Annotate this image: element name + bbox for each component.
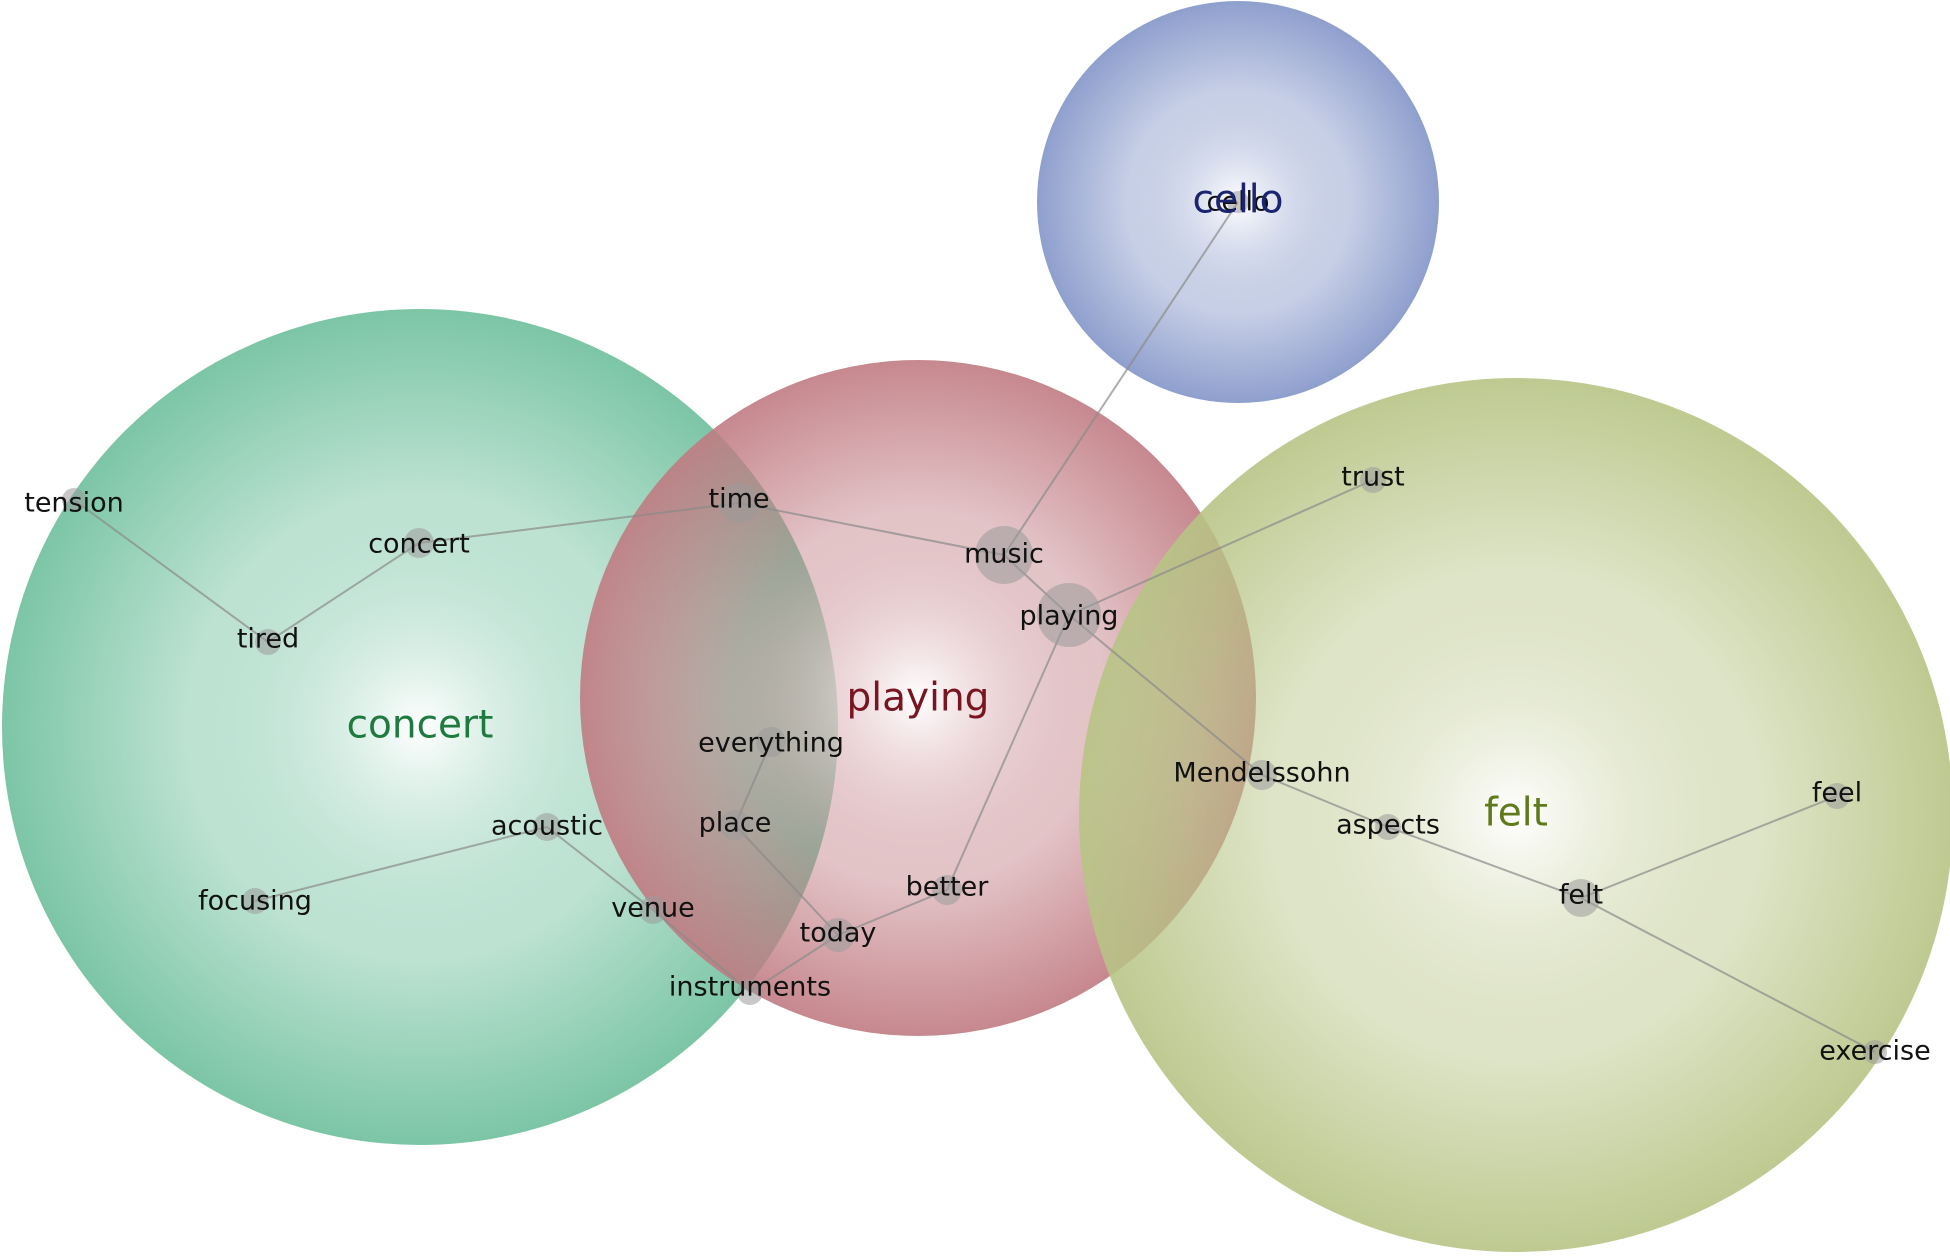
- concept-label-concert: concert: [368, 529, 470, 560]
- concept-node-playing: [1037, 583, 1101, 647]
- link-time-music: [738, 502, 1005, 556]
- link-aspects-felt: [1387, 826, 1582, 899]
- concept-label-better: better: [906, 872, 990, 903]
- concept-node-tired: [255, 629, 281, 655]
- concept-node-tension: [62, 488, 86, 512]
- concept-node-mendelssohn: [1247, 760, 1277, 790]
- link-concert-time: [418, 502, 740, 544]
- concept-node-cello: [1227, 191, 1249, 213]
- concept-label-focusing: focusing: [198, 886, 312, 917]
- concept-node-better: [932, 875, 962, 905]
- link-music-cello: [1003, 201, 1239, 556]
- theme-label-concert: concert: [347, 703, 494, 748]
- concept-node-trust: [1360, 467, 1386, 493]
- concept-label-everything: everything: [698, 728, 844, 759]
- concept-node-exercise: [1863, 1040, 1887, 1064]
- concept-node-concert: [404, 528, 434, 558]
- theme-circle-felt: [1079, 378, 1950, 1252]
- theme-label-cello: cello: [1193, 178, 1284, 223]
- concept-label-trust: trust: [1341, 462, 1404, 493]
- link-tired-concert: [267, 542, 420, 643]
- concept-label-tired: tired: [237, 624, 299, 655]
- concept-label-venue: venue: [611, 893, 694, 924]
- concept-label-feel: feel: [1812, 778, 1862, 809]
- link-place-today: [734, 824, 839, 936]
- link-felt-exercise: [1580, 897, 1876, 1053]
- concept-node-acoustic: [533, 813, 561, 841]
- link-instruments-today: [749, 934, 839, 993]
- concept-label-cello: cello: [1207, 187, 1270, 218]
- concept-label-music: music: [964, 539, 1044, 570]
- link-felt-feel: [1580, 795, 1838, 899]
- concept-node-today: [821, 918, 855, 952]
- theme-label-felt: felt: [1484, 791, 1548, 836]
- theme-label-playing: playing: [847, 676, 990, 721]
- concept-node-time: [719, 483, 759, 523]
- link-tension-tired: [73, 499, 269, 643]
- concept-node-felt: [1562, 879, 1600, 917]
- concept-label-mendelssohn: Mendelssohn: [1173, 758, 1350, 789]
- link-acoustic-venue: [546, 826, 654, 911]
- link-playing-mendelssohn: [1068, 614, 1263, 776]
- link-playing-trust: [1068, 479, 1374, 616]
- concept-label-tension: tension: [24, 488, 124, 519]
- concept-label-exercise: exercise: [1819, 1036, 1930, 1067]
- link-playing-better: [946, 614, 1070, 891]
- link-venue-instruments: [652, 909, 751, 993]
- concept-label-place: place: [699, 808, 772, 839]
- link-everything-place: [734, 741, 772, 826]
- concept-node-instruments: [737, 979, 763, 1005]
- concept-label-time: time: [708, 484, 769, 515]
- concept-node-focusing: [242, 888, 268, 914]
- concept-label-playing: playing: [1020, 601, 1119, 632]
- concept-node-venue: [639, 896, 667, 924]
- concept-label-instruments: instruments: [669, 972, 831, 1003]
- concept-label-felt: felt: [1559, 880, 1603, 911]
- concept-label-aspects: aspects: [1336, 810, 1440, 841]
- link-acoustic-focusing: [254, 826, 548, 902]
- concept-label-acoustic: acoustic: [491, 811, 603, 842]
- concept-node-aspects: [1375, 814, 1401, 840]
- link-mendelssohn-aspects: [1261, 774, 1389, 828]
- concept-node-everything: [756, 727, 786, 757]
- concept-node-feel: [1824, 783, 1850, 809]
- concept-node-place: [720, 810, 750, 840]
- concept-node-music: [975, 526, 1033, 584]
- concept-label-today: today: [800, 918, 877, 949]
- link-today-better: [837, 889, 948, 936]
- theme-circle-concert: [2, 309, 838, 1145]
